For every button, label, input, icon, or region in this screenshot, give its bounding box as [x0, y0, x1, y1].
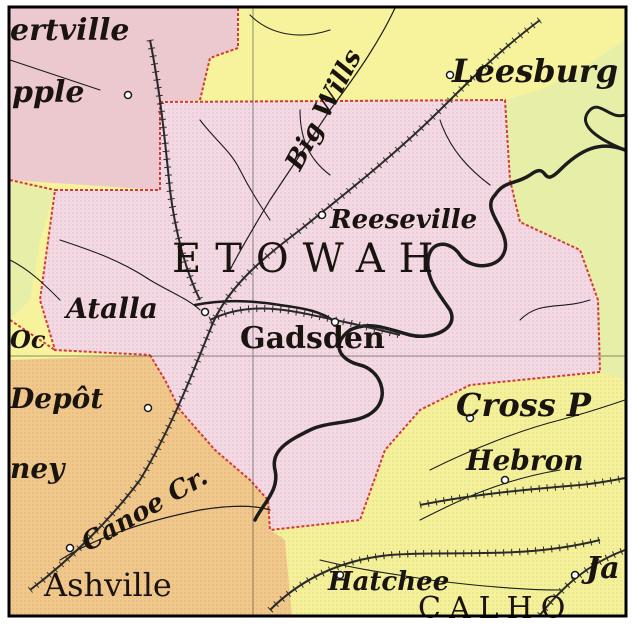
town-marker-ja: [570, 570, 580, 580]
town-marker-leesburg: [445, 70, 455, 80]
label-oc: Oc: [10, 325, 46, 354]
label-ja: Ja: [581, 551, 620, 586]
label-hatchee: Hatchee: [327, 567, 449, 597]
county-boundaries: [9, 8, 601, 531]
label-attalla: Atalla: [63, 292, 158, 325]
label-cross-plains: Cross P: [456, 386, 592, 424]
label-hebron: Hebron: [465, 444, 584, 477]
west-county-region: [10, 180, 55, 320]
railroads: [27, 17, 627, 618]
town-marker-reeseville: [317, 210, 327, 220]
label-reeseville: Reeseville: [329, 205, 477, 235]
label-bertville: ertville: [10, 13, 129, 48]
label-ashville: Ashville: [43, 566, 172, 604]
blount-county-region: [10, 8, 238, 190]
town-marker-hatchee: [335, 570, 345, 580]
calhoun-texture: [270, 372, 625, 615]
town-marker-gadsden: [330, 317, 340, 327]
label-depot: Depôt: [9, 382, 103, 415]
cherokee-county-region: [505, 40, 625, 380]
town-marker-cross: [465, 413, 475, 423]
town-markers: [65, 70, 580, 580]
town-marker-ashville: [65, 543, 75, 553]
graticule: [10, 8, 625, 615]
map-border: [7, 5, 628, 618]
town-marker-depot: [143, 403, 153, 413]
label-gadsden: Gadsden: [240, 321, 385, 356]
label-ney: ney: [10, 452, 66, 485]
town-marker-hebron: [500, 475, 510, 485]
rivers: [9, 7, 627, 591]
label-leesburg: Leesburg: [451, 52, 618, 90]
town-marker-apple: [123, 90, 133, 100]
label-apple: pple: [12, 75, 84, 110]
label-county-calhoun: CALHO: [418, 591, 573, 623]
town-marker-attalla: [200, 307, 210, 317]
label-county-etowah: ETOWAH: [172, 236, 448, 282]
